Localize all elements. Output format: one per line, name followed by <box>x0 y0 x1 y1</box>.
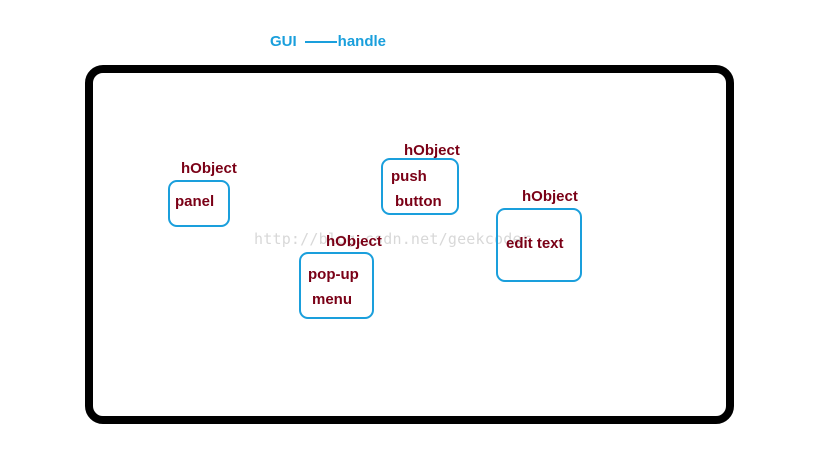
popup-menu-text-line2: menu <box>312 291 353 308</box>
popup-menu-handle-label: hObject <box>326 233 382 250</box>
title-handle: handle <box>337 32 387 50</box>
popup-menu-box <box>299 252 374 319</box>
title-dash <box>304 41 337 43</box>
push-button-box <box>381 158 459 215</box>
panel-handle-label: hObject <box>181 160 237 177</box>
push-button-text-line1: push <box>391 168 427 185</box>
push-button-text-line2: button <box>395 193 442 210</box>
edit-text-handle-label: hObject <box>522 188 578 205</box>
edit-text-box <box>496 208 582 282</box>
panel-box <box>168 180 230 227</box>
diagram-title: GUI handle <box>270 31 386 51</box>
edit-text-text: edit text <box>506 235 564 252</box>
push-button-handle-label: hObject <box>404 142 460 159</box>
panel-text: panel <box>175 193 215 210</box>
title-gui: GUI <box>270 32 297 50</box>
gui-window-frame <box>85 65 734 424</box>
popup-menu-text-line1: pop-up <box>308 266 359 283</box>
